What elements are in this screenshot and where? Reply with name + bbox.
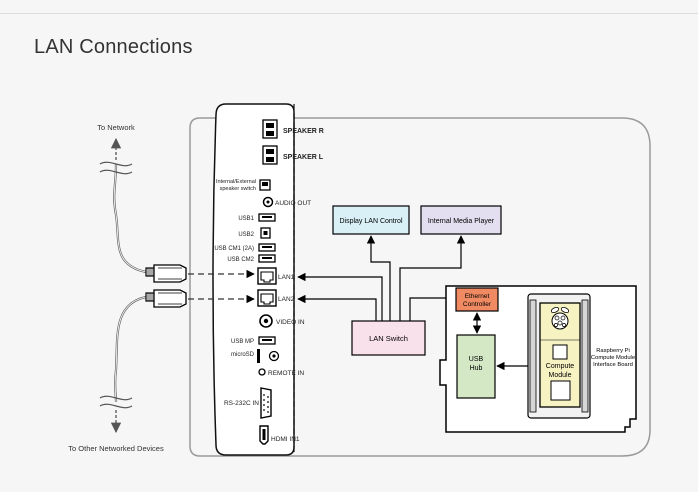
raspberry-pi-logo-icon — [550, 306, 570, 330]
usb-cm1-label: USB CM1 (2A) — [214, 246, 254, 252]
display-lan-control-label: Display LAN Control — [339, 218, 402, 225]
usb-cm2-port-inner — [262, 257, 272, 259]
microsd-label: microSD — [231, 352, 255, 358]
cable-break-lower — [99, 395, 133, 409]
usb1-port-inner — [262, 216, 272, 218]
network-cable-lower-inner — [114, 296, 147, 403]
ethernet-controller-label-1: Ethernet — [465, 293, 490, 300]
lan1-port-icon — [257, 267, 277, 285]
rpi-board-label-2: Compute Module — [591, 355, 635, 361]
hdmi-in1-label: HDMI IN1 — [271, 436, 300, 443]
rs232c-port-icon — [260, 387, 272, 419]
lan2-label: LAN2 — [278, 296, 295, 303]
compute-module-label-1: Compute — [546, 363, 575, 370]
audio-out-label: AUDIO OUT — [275, 200, 311, 207]
usb1-label: USB1 — [238, 216, 254, 222]
rj45-plug-lower — [145, 289, 187, 308]
hdmi-port-icon — [259, 425, 269, 445]
microsd-slot-icon — [257, 349, 260, 363]
to-other-devices-label: To Other Networked Devices — [68, 444, 164, 453]
rj45-plug-upper — [145, 264, 187, 283]
compute-module-slot-edge-left — [529, 299, 537, 413]
usb2-port-inner — [263, 231, 268, 235]
video-in-label: VIDEO IN — [276, 319, 305, 326]
network-cable-upper — [113, 163, 147, 274]
usb-cm1-port-inner — [262, 246, 272, 248]
speaker-r-label: SPEAKER R — [283, 128, 324, 135]
speaker-switch-icon — [259, 179, 271, 191]
speaker-l-label: SPEAKER L — [283, 154, 324, 161]
rpi-board-label-3: Interface Board — [593, 362, 633, 368]
switch-to-media-player-link — [399, 235, 466, 321]
rpi-board-label-1: Raspberry Pi — [596, 348, 630, 354]
speaker-switch-label-2: speaker switch — [220, 186, 256, 192]
usb2-label: USB2 — [238, 232, 254, 238]
cable-break-upper — [99, 161, 133, 175]
lan1-label: LAN1 — [278, 274, 295, 281]
network-cable-lower — [114, 295, 147, 403]
usb-hub-label-2: Hub — [470, 365, 483, 372]
speaker-switch-label-1: Internal/External — [216, 179, 256, 185]
switch-to-display-lan-link — [366, 235, 391, 321]
connector-panel — [212, 103, 295, 456]
ethernet-controller-label-2: Controller — [463, 301, 492, 308]
lan2-port-icon — [257, 289, 277, 307]
compute-module-label-2: Module — [549, 372, 572, 379]
usb-hub-box — [456, 334, 496, 399]
page-title: LAN Connections — [34, 36, 193, 58]
lan-switch-label: LAN Switch — [369, 334, 408, 343]
microsd-button-icon — [268, 350, 280, 362]
remote-in-jack-icon — [258, 368, 266, 376]
usb-cm2-label: USB CM2 — [227, 257, 254, 263]
usb-mp-port-inner — [262, 339, 272, 341]
display-outline — [189, 117, 651, 457]
compute-module-chip-large — [550, 380, 571, 401]
to-network-label: To Network — [97, 123, 135, 132]
display-lan-control-box — [332, 205, 410, 235]
compute-module-slot-edge-right — [581, 299, 589, 413]
rs232c-label: RS-232C IN — [224, 400, 259, 407]
lan-switch-box — [351, 320, 426, 356]
switch-to-ethernet-link — [409, 293, 455, 321]
top-divider — [0, 13, 698, 14]
internal-media-player-box — [420, 205, 502, 235]
audio-out-jack-icon — [262, 196, 274, 208]
internal-media-player-label: Internal Media Player — [428, 218, 495, 225]
video-in-jack-icon — [259, 314, 273, 328]
ethernet-controller-box — [455, 287, 499, 312]
lan2-to-switch-link — [297, 294, 377, 321]
usb-hub-label-1: USB — [469, 356, 484, 363]
speaker-l-terminal — [262, 145, 278, 165]
compute-module-chip-small — [552, 344, 568, 360]
usb-mp-label: USB MP — [231, 339, 254, 345]
lan1-to-switch-link — [297, 272, 383, 321]
speaker-r-terminal — [262, 119, 278, 139]
network-cable-upper-inner — [113, 163, 147, 273]
remote-in-label: REMOTE IN — [268, 370, 304, 377]
